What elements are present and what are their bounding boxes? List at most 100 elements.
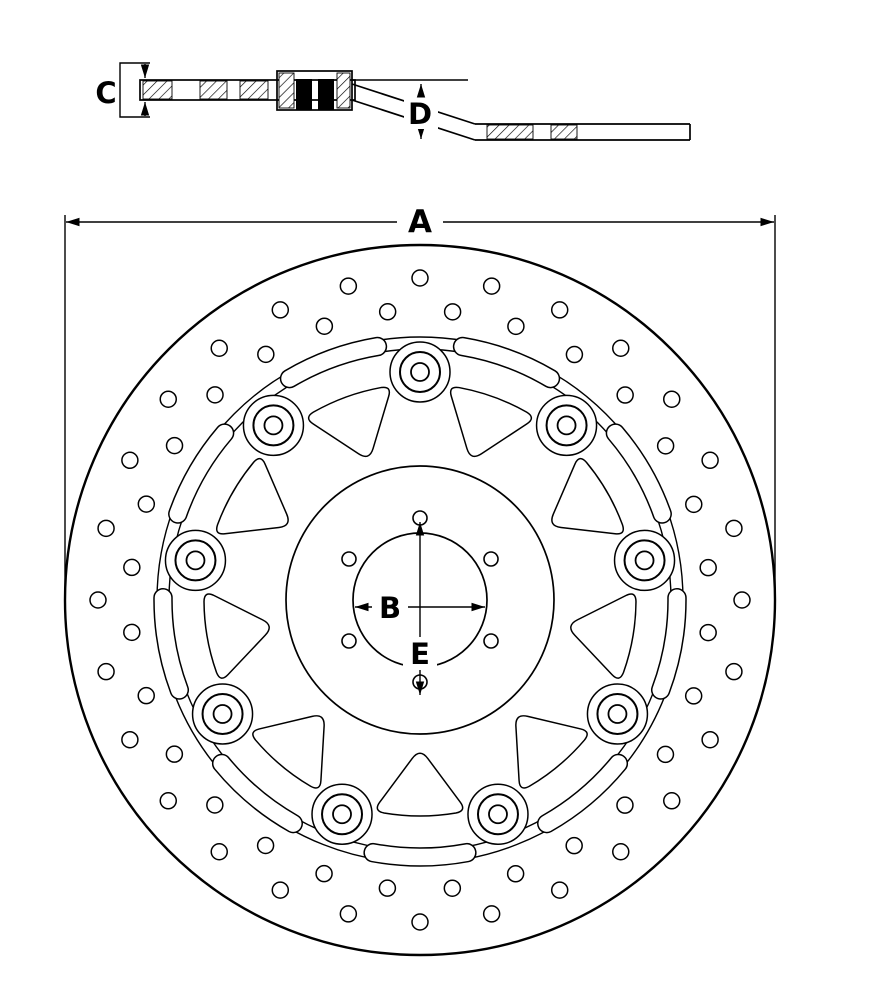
drill-hole [210, 843, 228, 861]
drill-hole [137, 495, 156, 513]
hub-section [276, 70, 353, 111]
drill-hole [121, 451, 139, 470]
floating-slots [153, 336, 687, 867]
drill-hole [89, 591, 107, 609]
floating-slot [452, 336, 561, 389]
carrier-window [252, 715, 325, 789]
hatch-segment [550, 124, 578, 140]
hatch-segment [239, 80, 269, 100]
floating-slot [168, 423, 235, 524]
drill-hole [123, 623, 141, 642]
hub-circle [285, 465, 555, 735]
bolt-hole [483, 551, 499, 567]
drill-hole [482, 277, 501, 295]
button-center-hole [488, 804, 508, 825]
carrier-window [307, 386, 391, 458]
drill-hole [699, 623, 717, 642]
drill-hole [733, 591, 751, 609]
button-center-hole [556, 415, 577, 436]
dim-e-label-background [403, 637, 437, 670]
drill-hole [565, 345, 584, 364]
drill-hole [159, 390, 177, 408]
hatch-segment [278, 72, 295, 109]
drill-hole [656, 437, 675, 455]
cross-section-view: C D [95, 62, 691, 141]
drill-hole [123, 558, 141, 577]
drill-hole [506, 865, 525, 883]
carrier-windows [203, 386, 637, 817]
drill-hole [271, 881, 290, 899]
floating-slot [279, 336, 388, 389]
bolt-hole [341, 551, 357, 567]
drill-hole [137, 686, 155, 705]
dim-d-label: D [408, 97, 432, 131]
button-center-hole [410, 362, 430, 382]
disc-section-bar [139, 79, 356, 101]
front-view: A B E [63, 204, 777, 957]
drill-hole [206, 796, 224, 814]
carrier-window [203, 593, 270, 679]
float-buttons [164, 341, 676, 845]
hatch-segment [142, 80, 173, 100]
button-center-hole [185, 550, 206, 571]
drill-hole [339, 277, 358, 295]
floating-slot [211, 753, 303, 834]
drill-hole [206, 386, 224, 404]
drill-hole [684, 687, 703, 705]
drill-hole [550, 301, 569, 319]
drill-hole [271, 301, 290, 319]
button-center-hole [263, 415, 284, 436]
button-center-hole [607, 704, 628, 724]
drill-hole [315, 864, 333, 883]
drill-hole [701, 451, 719, 470]
bolt-holes [341, 510, 499, 690]
drill-hole [97, 519, 115, 538]
drill-hole [378, 879, 397, 897]
drill-hole [656, 745, 675, 764]
drill-hole [315, 317, 334, 335]
drill-hole [507, 317, 525, 336]
drill-hole [411, 269, 429, 287]
drill-hole [612, 339, 630, 357]
drill-hole [565, 836, 583, 855]
dim-c-label: C [95, 76, 116, 110]
button-center-hole [212, 704, 233, 724]
bolt-hole [341, 633, 357, 649]
floating-slot [537, 753, 629, 834]
drill-hole [443, 879, 462, 897]
button-center-hole [332, 804, 352, 825]
drill-hole [663, 390, 681, 408]
floating-slot [605, 423, 672, 524]
carrier-window [215, 457, 289, 535]
carrier-window [376, 752, 464, 817]
carrier-window [515, 715, 588, 789]
dim-d-label-background [404, 98, 438, 129]
floating-slot [363, 842, 477, 867]
button-center-hole [634, 550, 655, 571]
hatch-segment [199, 80, 228, 100]
drill-hole [612, 843, 630, 861]
drill-hole [165, 745, 184, 763]
drill-hole [725, 519, 743, 538]
floating-slot [651, 588, 687, 700]
drill-hole [616, 796, 634, 814]
rivet-block-left [296, 79, 312, 110]
hatch-segment [486, 124, 534, 140]
drill-hole [378, 303, 397, 321]
drill-hole [443, 303, 462, 321]
drill-hole [165, 436, 184, 455]
rivet-block-right [318, 79, 334, 110]
drill-hole [257, 345, 275, 364]
outer-circle [63, 243, 777, 957]
dim-a-label: A [408, 204, 432, 240]
drill-hole [701, 730, 719, 749]
hatch-segment [336, 72, 351, 109]
drill-hole [97, 662, 115, 681]
dim-b-label-background [373, 590, 407, 623]
drill-hole [699, 558, 717, 577]
drill-hole [685, 495, 703, 514]
drill-hole [663, 792, 681, 810]
carrier-window [570, 593, 637, 679]
drill-holes [89, 269, 751, 931]
